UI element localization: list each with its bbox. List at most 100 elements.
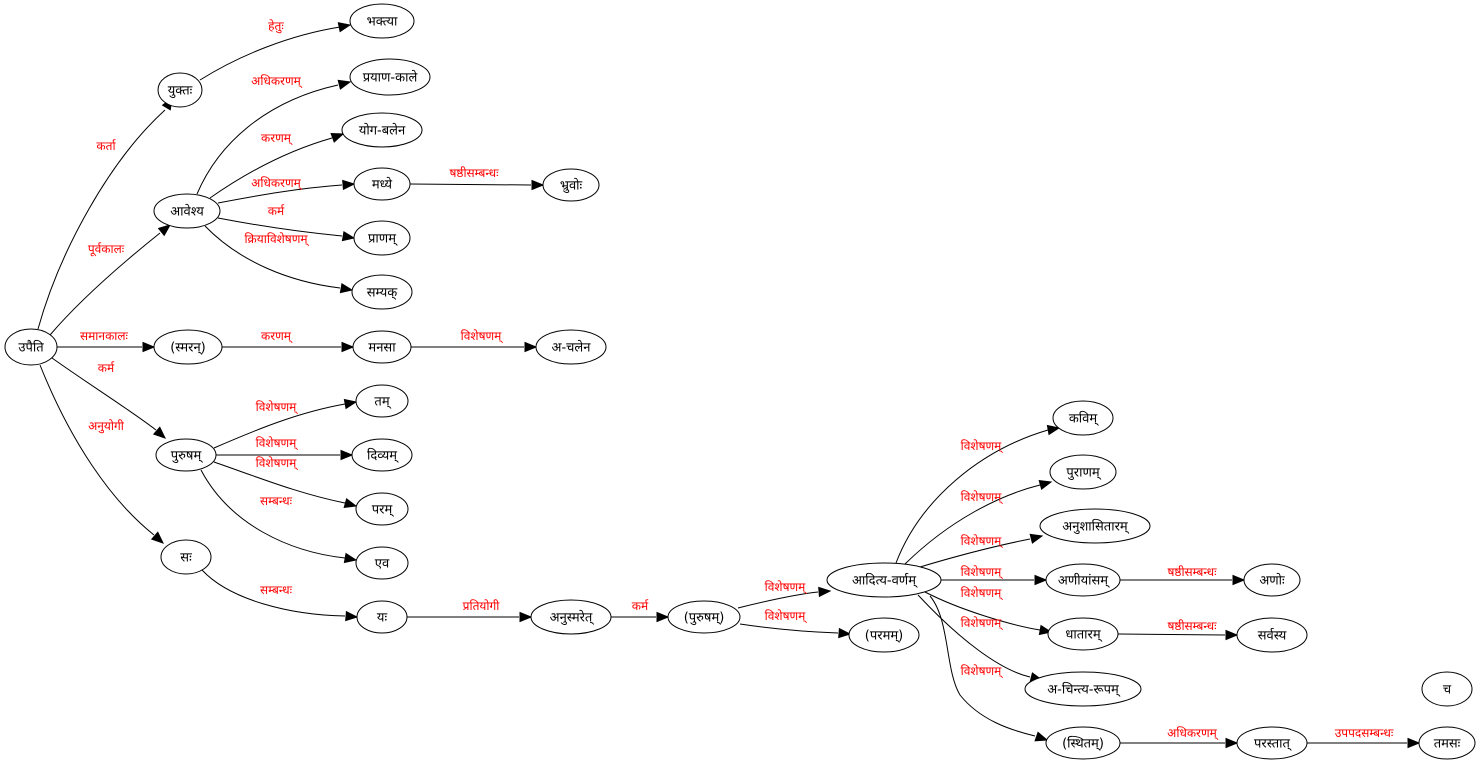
- arrow-head-icon: [340, 449, 354, 461]
- edge-aveshya-pranam: कर्म: [217, 204, 356, 242]
- node-label: परम्: [372, 503, 394, 518]
- edge-label: कर्म: [632, 599, 649, 613]
- arrow-head-icon: [339, 282, 354, 294]
- arrow-head-icon: [818, 586, 832, 598]
- node-label: दिव्यम्: [367, 448, 399, 464]
- node-label: तम्: [374, 395, 391, 410]
- node-samyak: सम्यक्: [351, 274, 413, 310]
- edge-line: [217, 184, 343, 204]
- node-ellipse: [1045, 563, 1121, 597]
- edge-line: [49, 232, 161, 336]
- node-yuktah: युक्तः: [157, 72, 203, 108]
- arrow-head-icon: [519, 611, 533, 623]
- node-label: धातारम्: [1065, 628, 1102, 643]
- arrow-head-icon: [1225, 629, 1239, 641]
- edge-label: विशेषणम्: [765, 609, 808, 624]
- node-ellipse: [1047, 617, 1119, 651]
- node-ellipse: [355, 546, 409, 580]
- node-yogabalena: योग-बलेन: [341, 112, 423, 148]
- edge-label: विशेषणम्: [461, 329, 504, 344]
- node-label: योग-बलेन: [359, 123, 406, 139]
- node-sthitam: (स्थितम्): [1045, 726, 1121, 760]
- edge-line: [213, 461, 346, 504]
- edge-aveshya-prayanakale: अधिकरणम्: [196, 74, 352, 195]
- node-aniyamsam: अणीयांसम्: [1045, 563, 1121, 597]
- node-label: (स्थितम्): [1062, 736, 1104, 752]
- node-label: अणोः: [1259, 573, 1285, 589]
- node-anoh: अणोः: [1243, 563, 1301, 597]
- arrow-head-icon: [524, 341, 538, 353]
- edge-label: करणम्: [261, 131, 293, 146]
- edge-label: विशेषणम्: [256, 400, 299, 415]
- node-purusham2: (पुरुषम्): [667, 600, 741, 634]
- node-pranam: प्राणम्: [353, 220, 411, 256]
- edge-label: कर्म: [98, 361, 115, 375]
- node-ellipse: [667, 600, 741, 634]
- node-puranam: पुराणम्: [1049, 454, 1117, 490]
- node-eva: एव: [355, 546, 409, 580]
- arrow-head-icon: [838, 627, 852, 639]
- node-ellipse: [341, 112, 423, 148]
- arrow-head-icon: [343, 398, 358, 410]
- arrow-head-icon: [342, 179, 356, 191]
- arrow-head-icon: [1038, 480, 1053, 491]
- node-label: सर्वस्य: [1258, 628, 1287, 644]
- edge-upaiti-aveshya: पूर्वकालः: [49, 224, 172, 336]
- edge-line: [213, 403, 346, 449]
- edge-aveshya-yogabalena: करणम्: [209, 131, 345, 199]
- node-ellipse: [1236, 726, 1308, 760]
- edge-label: षष्ठीसम्बन्धः: [1167, 619, 1217, 633]
- node-ellipse: [535, 329, 607, 365]
- arrow-head-icon: [341, 341, 355, 353]
- node-bhruvoh: भ्रुवोः: [542, 168, 600, 202]
- node-aveshya: आवेश्य: [153, 193, 221, 229]
- node-label: आवेश्य: [170, 204, 204, 220]
- edge-aniyamsam-anoh: षष्ठीसम्बन्धः: [1120, 565, 1246, 586]
- node-divyam: दिव्यम्: [351, 438, 413, 472]
- edge-label: विशेषणम्: [765, 580, 808, 595]
- node-madhye: मध्ये: [353, 167, 411, 201]
- edge-label: षष्ठीसम्बन्धः: [449, 166, 499, 180]
- edge-line: [217, 217, 343, 237]
- edge-label: षष्ठीसम्बन्धः: [1167, 565, 1217, 579]
- edge-yuktah-bhaktya: हेतुः: [199, 19, 352, 81]
- node-label: अनुशासितारम्: [1062, 519, 1129, 535]
- node-ellipse: [355, 492, 409, 526]
- edge-line: [409, 183, 532, 186]
- arrow-head-icon: [1034, 574, 1048, 586]
- node-label: तमसः: [1434, 737, 1461, 752]
- node-kavim: कविम्: [1052, 400, 1114, 436]
- edge-aveshya-samyak: क्रियाविशेषणम्: [204, 225, 354, 294]
- node-label: भक्त्या: [367, 15, 398, 30]
- node-label: एव: [375, 557, 390, 572]
- edge-label: विशेषणम्: [961, 439, 1004, 454]
- edge-label: विशेषणम्: [256, 456, 299, 471]
- arrow-head-icon: [1232, 574, 1246, 586]
- arrow-head-icon: [343, 497, 358, 508]
- node-ellipse: [155, 438, 217, 472]
- node-ellipse: [530, 599, 612, 635]
- edge-line: [51, 357, 157, 431]
- edge-dhataram-sarvasya: षष्ठीसम्बन्धः: [1117, 619, 1239, 641]
- node-ca: च: [1421, 671, 1473, 707]
- arrow-head-icon: [656, 611, 670, 623]
- node-label: उपैति: [18, 340, 44, 356]
- arrow-head-icon: [343, 552, 358, 564]
- edge-line: [37, 109, 166, 330]
- edge-label: विशेषणम्: [961, 565, 1004, 580]
- node-ellipse: [848, 617, 920, 653]
- arrow-head-icon: [1407, 737, 1421, 749]
- node-ellipse: [352, 330, 412, 364]
- node-label: सम्यक्: [367, 286, 399, 301]
- node-ellipse: [826, 562, 942, 598]
- edge-line: [209, 137, 333, 199]
- edge-line: [919, 538, 1031, 568]
- edge-line: [917, 594, 1031, 678]
- node-label: अनुस्मरेत्: [550, 610, 595, 626]
- node-prayanakale: प्रयाण-काले: [349, 58, 431, 96]
- edge-label: प्रतियोगी: [463, 599, 501, 613]
- edge-parastat-tamasah: उपपदसम्बन्धः: [1307, 726, 1421, 749]
- node-paramam: (परमम्): [848, 617, 920, 653]
- node-tamasah: तमसः: [1418, 726, 1476, 760]
- arrow-head-icon: [330, 132, 345, 143]
